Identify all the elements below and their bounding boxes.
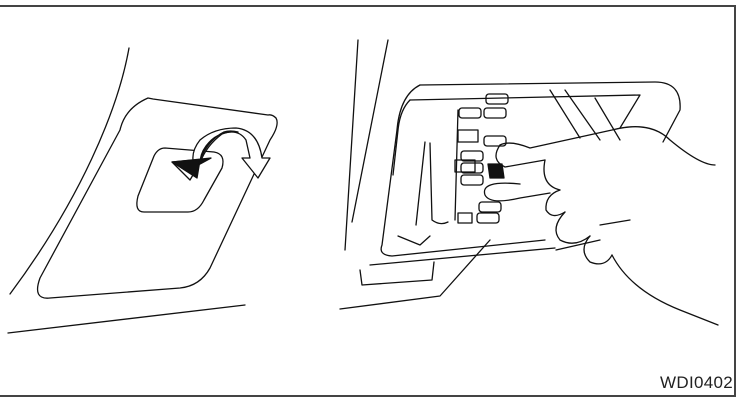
hand-illustration (483, 126, 719, 326)
rotate-arrow-icon (171, 127, 271, 181)
cover-knob (136, 147, 224, 213)
figure-frame (0, 5, 736, 397)
right-panel-fuse-box (339, 39, 681, 310)
left-panel-dash-cover (7, 47, 278, 334)
figure-code-label: WDI0402 (660, 373, 733, 392)
